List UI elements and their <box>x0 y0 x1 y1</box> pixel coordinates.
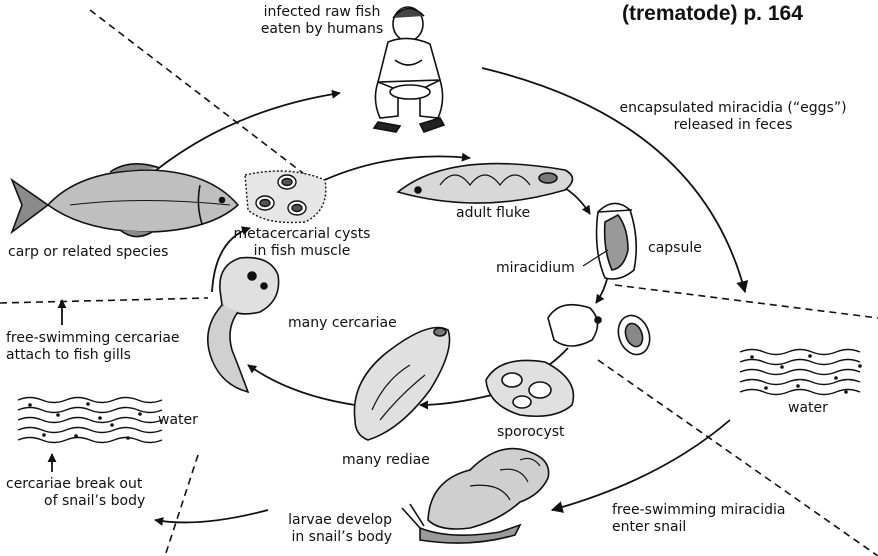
metacercarial-cysts-icon <box>245 171 326 223</box>
label-miracidium: miracidium <box>496 260 575 277</box>
label-metacercarial-cysts: metacercarial cysts in fish muscle <box>232 226 372 260</box>
carp-fish-icon <box>12 164 238 237</box>
rediae-icon <box>354 328 449 441</box>
label-adult-fluke: adult fluke <box>456 205 530 222</box>
arrow-larvae-to-break <box>155 510 268 522</box>
page-title: (trematode) p. 164 <box>622 2 803 26</box>
label-larvae-develop: larvae develop in snail’s body <box>262 512 392 546</box>
label-infected-raw-fish: infected raw fish eaten by humans <box>252 4 392 38</box>
arrow-water-to-snail <box>552 420 730 510</box>
arrow-capsule-to-miracidium <box>596 275 608 303</box>
label-capsule: capsule <box>648 240 702 257</box>
label-many-cercariae: many cercariae <box>288 315 397 332</box>
arrow-fish-to-human <box>150 93 340 175</box>
label-carp: carp or related species <box>8 244 168 261</box>
capsule-icon <box>597 203 637 279</box>
cercaria-icon <box>208 258 279 392</box>
label-miracidia-enter-snail: free-swimming miracidia enter snail <box>612 502 785 536</box>
arrow-sporocyst-to-rediae <box>420 395 492 405</box>
label-cercariae-break-out: cercariae break out of snail’s body <box>6 476 145 510</box>
adult-fluke-icon <box>398 164 573 203</box>
label-encapsulated-miracidia: encapsulated miracidia (“eggs”) released… <box>608 100 858 134</box>
arrow-rediae-to-cercariae <box>248 365 355 405</box>
label-water-left: water <box>158 412 198 429</box>
water-left-icon <box>18 398 162 443</box>
miracidium-icon <box>548 305 655 359</box>
label-water-right: water <box>788 400 828 417</box>
label-free-swimming-cercariae: free-swimming cercariae attach to fish g… <box>6 330 180 364</box>
label-sporocyst: sporocyst <box>497 424 565 441</box>
sporocyst-icon <box>486 360 573 416</box>
water-right-icon <box>740 350 862 395</box>
label-many-rediae: many rediae <box>342 452 430 469</box>
